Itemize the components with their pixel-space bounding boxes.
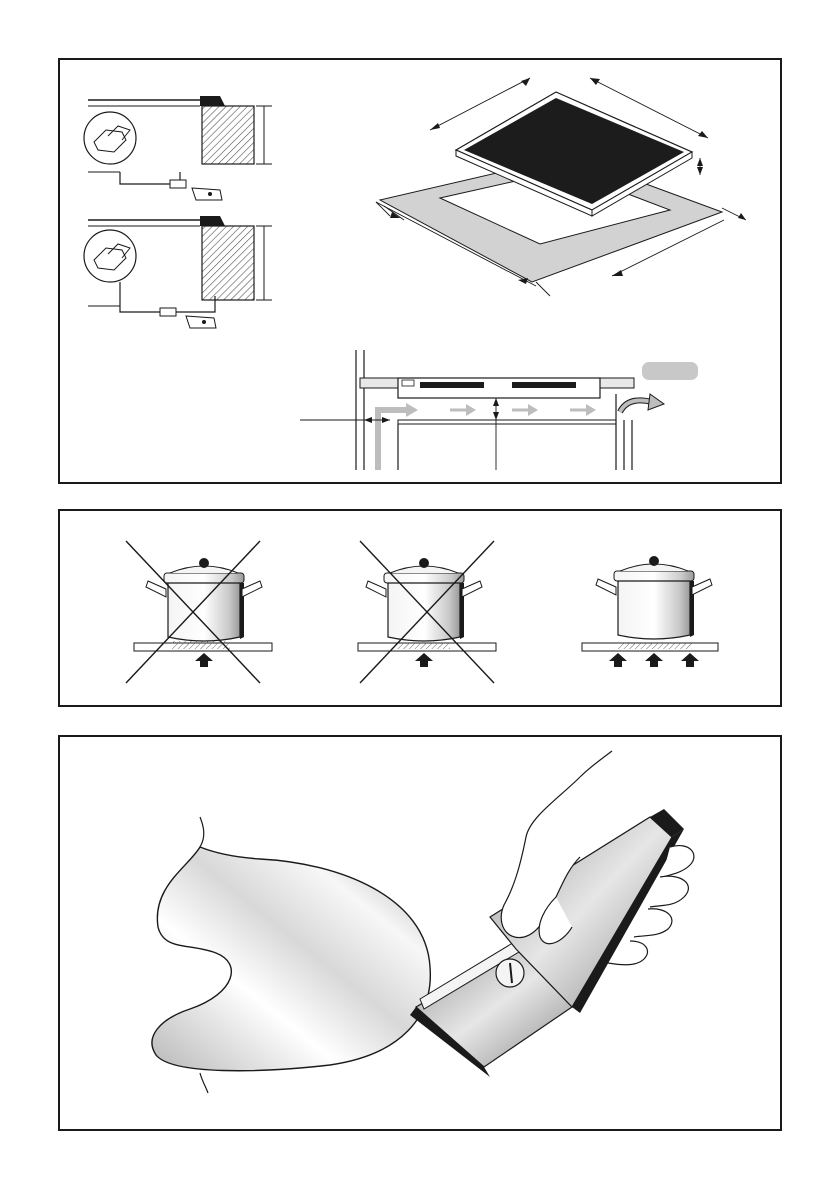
worktop-section-b <box>202 226 254 300</box>
fixing-clip-diagram-a <box>84 96 272 200</box>
installation-illustration <box>60 60 784 486</box>
cabinet-shelf <box>398 420 616 424</box>
hob-surface-glass <box>152 847 430 1071</box>
heat-zone <box>618 643 692 649</box>
cookware-example-flat-base <box>582 556 718 667</box>
cookware-example-convex-base <box>126 541 272 683</box>
heat-zone <box>394 643 450 649</box>
magnifier-detail-icon <box>84 112 136 164</box>
label-placeholder-tag <box>642 362 698 380</box>
heat-arrow-icon <box>195 653 213 667</box>
heat-arrow-icon <box>645 653 663 667</box>
cookware-panel <box>58 509 782 707</box>
ventilation-section-view <box>300 350 698 470</box>
cookware-example-concave-base <box>358 541 496 683</box>
airflow-arrow-icon <box>450 404 596 416</box>
heat-arrow-icon <box>609 653 627 667</box>
magnifier-detail-icon <box>84 230 136 282</box>
fixing-clip-diagram-b <box>84 216 272 328</box>
cleaning-panel <box>58 735 782 1131</box>
heat-arrow-icon <box>681 653 699 667</box>
worktop-section-a <box>202 106 254 164</box>
cookware-illustration <box>60 511 784 709</box>
cleaning-illustration <box>60 737 784 1133</box>
heat-arrow-icon <box>415 653 433 667</box>
hob-cutout-isometric <box>376 78 746 296</box>
installation-panel <box>58 58 782 484</box>
